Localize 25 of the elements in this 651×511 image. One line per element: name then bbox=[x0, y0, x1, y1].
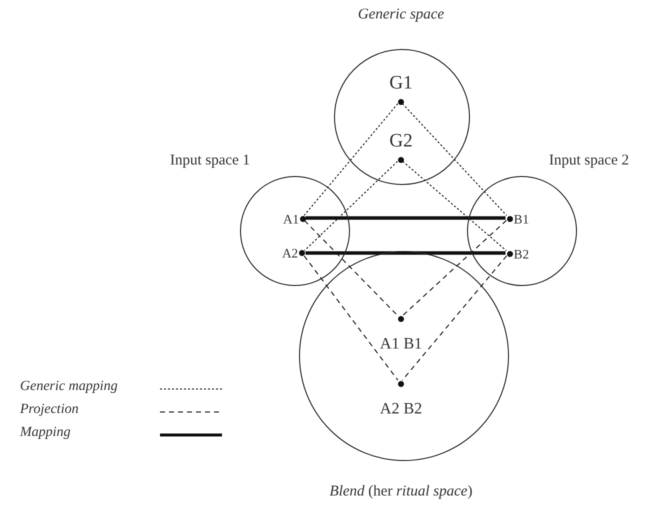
legend-label: Generic mapping bbox=[20, 379, 118, 395]
thick-line bbox=[306, 216, 506, 220]
dotted-line bbox=[304, 103, 398, 216]
point-label: B2 bbox=[514, 248, 529, 260]
point-label: A2 bbox=[282, 246, 298, 260]
dotted-line bbox=[402, 160, 507, 252]
legend-label: Mapping bbox=[20, 425, 71, 441]
point-label: B1 bbox=[514, 212, 529, 226]
point-label: G2 bbox=[389, 132, 413, 150]
point-label: A1 bbox=[283, 212, 300, 226]
dotted-line bbox=[304, 160, 398, 252]
space-title: Input space 1 bbox=[170, 152, 250, 170]
point-label: A1 B1 bbox=[380, 336, 422, 353]
space-title: Input space 2 bbox=[549, 152, 629, 170]
legend-label: Projection bbox=[20, 402, 79, 418]
point-label: G1 bbox=[389, 74, 413, 92]
thick-line bbox=[306, 251, 506, 255]
dashed-line bbox=[304, 255, 398, 381]
space-title: Blend (her ritual space) bbox=[330, 484, 472, 500]
space-title: Generic space bbox=[358, 6, 444, 24]
point-label: A2 B2 bbox=[380, 402, 422, 418]
dashed-line bbox=[402, 255, 508, 381]
dashed-line bbox=[304, 220, 398, 316]
dotted-line bbox=[402, 103, 508, 216]
dashed-line bbox=[402, 220, 507, 316]
